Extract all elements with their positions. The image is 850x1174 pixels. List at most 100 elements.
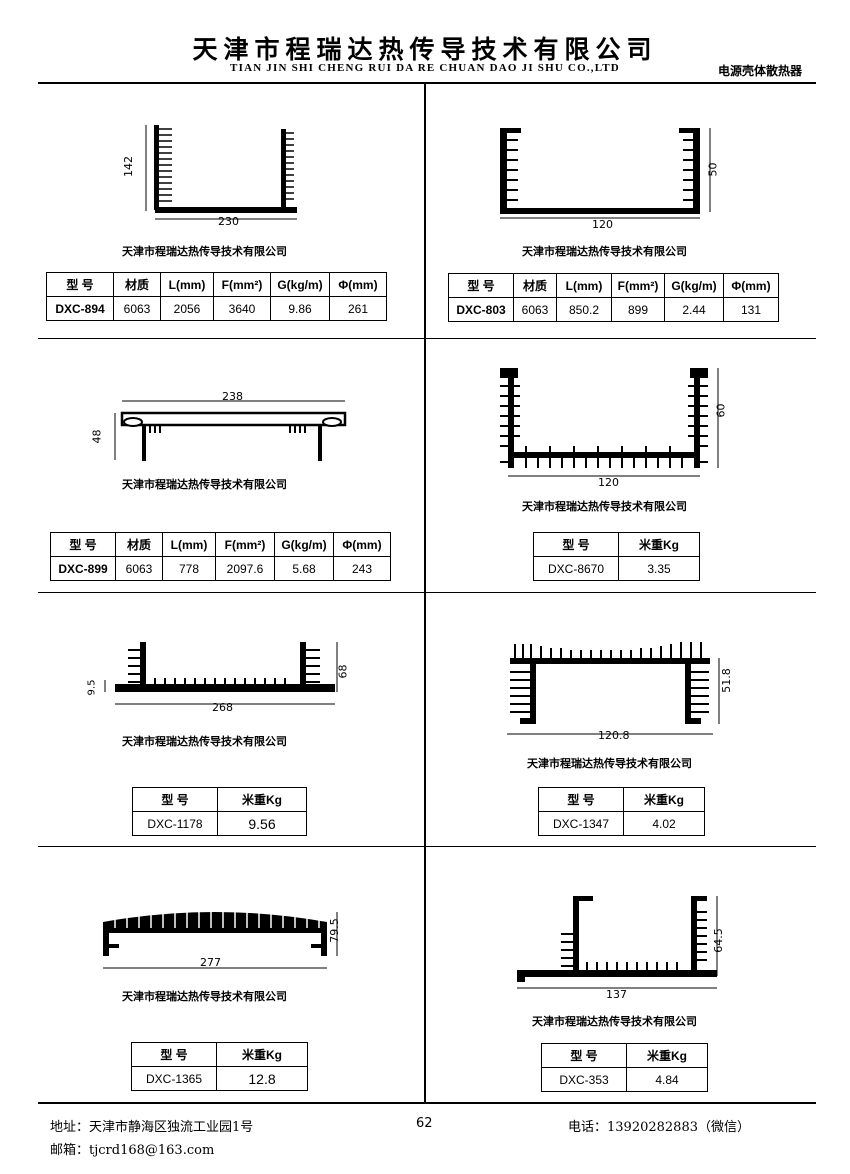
cell-weight: 2.44 (664, 297, 724, 322)
header-perimeter: Φ(mm) (329, 272, 387, 297)
page-number: 62 (416, 1116, 433, 1131)
dimension-width: 120 (598, 476, 619, 489)
cell-area: 3640 (213, 296, 271, 321)
dimension-height: 79.5 (327, 918, 341, 943)
cell-perimeter: 243 (333, 556, 391, 581)
cell-model: DXC-1365 (131, 1066, 217, 1091)
profile-drawing-dxc-8670 (500, 368, 719, 477)
cell-weight-per-meter: 12.8 (216, 1066, 308, 1091)
header-material: 材质 (513, 273, 557, 298)
header-length: L(mm) (162, 532, 216, 557)
header-area: F(mm²) (215, 532, 275, 557)
cell-weight-per-meter: 4.02 (623, 811, 705, 836)
header-area: F(mm²) (213, 272, 271, 297)
row-divider-2 (38, 592, 816, 593)
cell-weight-per-meter: 3.35 (618, 556, 700, 581)
header-weight-per-meter: 米重Kg (618, 532, 700, 557)
header-weight: G(kg/m) (270, 272, 330, 297)
cell-area: 2097.6 (215, 556, 275, 581)
profile-caption: 天津市程瑞达热传导技术有限公司 (122, 735, 287, 748)
spec-table-dxc-1365: 型 号 米重Kg DXC-1365 12.8 (131, 1042, 308, 1091)
center-divider (424, 84, 426, 1102)
row-divider-3 (38, 846, 816, 847)
spec-table-dxc-899: 型 号 材质 L(mm) F(mm²) G(kg/m) Φ(mm) DXC-89… (50, 532, 391, 581)
profile-caption: 天津市程瑞达热传导技术有限公司 (522, 500, 687, 513)
profile-drawing-dxc-353 (517, 896, 718, 989)
spec-table-dxc-8670: 型 号 米重Kg DXC-8670 3.35 (533, 532, 700, 581)
header-model: 型 号 (131, 1042, 217, 1067)
spec-table-dxc-803: 型 号 材质 L(mm) F(mm²) G(kg/m) Φ(mm) DXC-80… (448, 273, 779, 322)
header-length: L(mm) (556, 273, 612, 298)
cell-model: DXC-1347 (538, 811, 624, 836)
header-model: 型 号 (132, 787, 218, 812)
spec-table-dxc-353: 型 号 米重Kg DXC-353 4.84 (541, 1043, 708, 1092)
dimension-height: 48 (90, 429, 104, 444)
header-weight-per-meter: 米重Kg (623, 787, 705, 812)
footer-address: 地址：天津市静海区独流工业园1号 (50, 1120, 254, 1135)
cell-weight-per-meter: 9.56 (217, 811, 307, 836)
cell-model: DXC-1178 (132, 811, 218, 836)
company-name-cn: 天津市程瑞达热传导技术有限公司 (192, 35, 658, 64)
header-weight: G(kg/m) (664, 273, 724, 298)
profile-drawing-dxc-1365 (103, 906, 338, 969)
profile-caption: 天津市程瑞达热传导技术有限公司 (532, 1015, 697, 1028)
profile-caption: 天津市程瑞达热传导技术有限公司 (522, 245, 687, 258)
header-length: L(mm) (160, 272, 214, 297)
cell-material: 6063 (513, 297, 557, 322)
dimension-width: 238 (222, 390, 243, 403)
cell-length: 850.2 (556, 297, 612, 322)
profile-drawing-dxc-803 (500, 128, 711, 219)
profile-drawing-dxc-1347 (507, 642, 720, 735)
profile-caption: 天津市程瑞达热传导技术有限公司 (122, 478, 287, 491)
profile-caption: 天津市程瑞达热传导技术有限公司 (122, 990, 287, 1003)
cell-weight: 5.68 (274, 556, 334, 581)
footer-email: 邮箱：tjcrd168@163.com (50, 1143, 215, 1158)
cell-model: DXC-899 (50, 556, 116, 581)
cell-model: DXC-803 (448, 297, 514, 322)
spec-table-dxc-894: 型 号 材质 L(mm) F(mm²) G(kg/m) Φ(mm) DXC-89… (46, 272, 387, 321)
dimension-width: 268 (212, 701, 233, 714)
dimension-height: 68 (336, 664, 350, 679)
cell-perimeter: 261 (329, 296, 387, 321)
header-weight-per-meter: 米重Kg (216, 1042, 308, 1067)
cell-length: 778 (162, 556, 216, 581)
cell-material: 6063 (115, 556, 163, 581)
cell-area: 899 (611, 297, 665, 322)
spec-table-dxc-1178: 型 号 米重Kg DXC-1178 9.56 (132, 787, 307, 836)
header-perimeter: Φ(mm) (333, 532, 391, 557)
header-weight-per-meter: 米重Kg (626, 1043, 708, 1068)
cell-perimeter: 131 (723, 297, 779, 322)
header-material: 材质 (113, 272, 161, 297)
header-model: 型 号 (50, 532, 116, 557)
cell-weight: 9.86 (270, 296, 330, 321)
header-model: 型 号 (538, 787, 624, 812)
dimension-height: 60 (714, 403, 728, 418)
header-material: 材质 (115, 532, 163, 557)
header-weight: G(kg/m) (274, 532, 334, 557)
header-model: 型 号 (46, 272, 114, 297)
dimension-height: 142 (122, 156, 135, 177)
cell-material: 6063 (113, 296, 161, 321)
cell-model: DXC-8670 (533, 556, 619, 581)
footer-rule (38, 1102, 816, 1104)
profile-caption: 天津市程瑞达热传导技术有限公司 (122, 245, 287, 258)
dimension-height: 51.8 (719, 668, 733, 693)
header-perimeter: Φ(mm) (723, 273, 779, 298)
cell-model: DXC-353 (541, 1067, 627, 1092)
spec-table-dxc-1347: 型 号 米重Kg DXC-1347 4.02 (538, 787, 705, 836)
header-weight-per-meter: 米重Kg (217, 787, 307, 812)
category-label: 电源壳体散热器 (718, 64, 803, 78)
footer-phone: 电话：13920282883（微信） (568, 1120, 750, 1135)
cell-model: DXC-894 (46, 296, 114, 321)
profile-drawing-dxc-1178 (104, 642, 338, 705)
header-model: 型 号 (541, 1043, 627, 1068)
header-rule (38, 82, 816, 84)
header-model: 型 号 (533, 532, 619, 557)
dimension-height: 50 (706, 162, 720, 177)
dimension-width: 277 (200, 956, 221, 969)
header-area: F(mm²) (611, 273, 665, 298)
cell-length: 2056 (160, 296, 214, 321)
profile-drawing-dxc-899 (114, 400, 347, 461)
row-divider-1 (38, 338, 816, 339)
dimension-width: 120.8 (598, 729, 630, 742)
